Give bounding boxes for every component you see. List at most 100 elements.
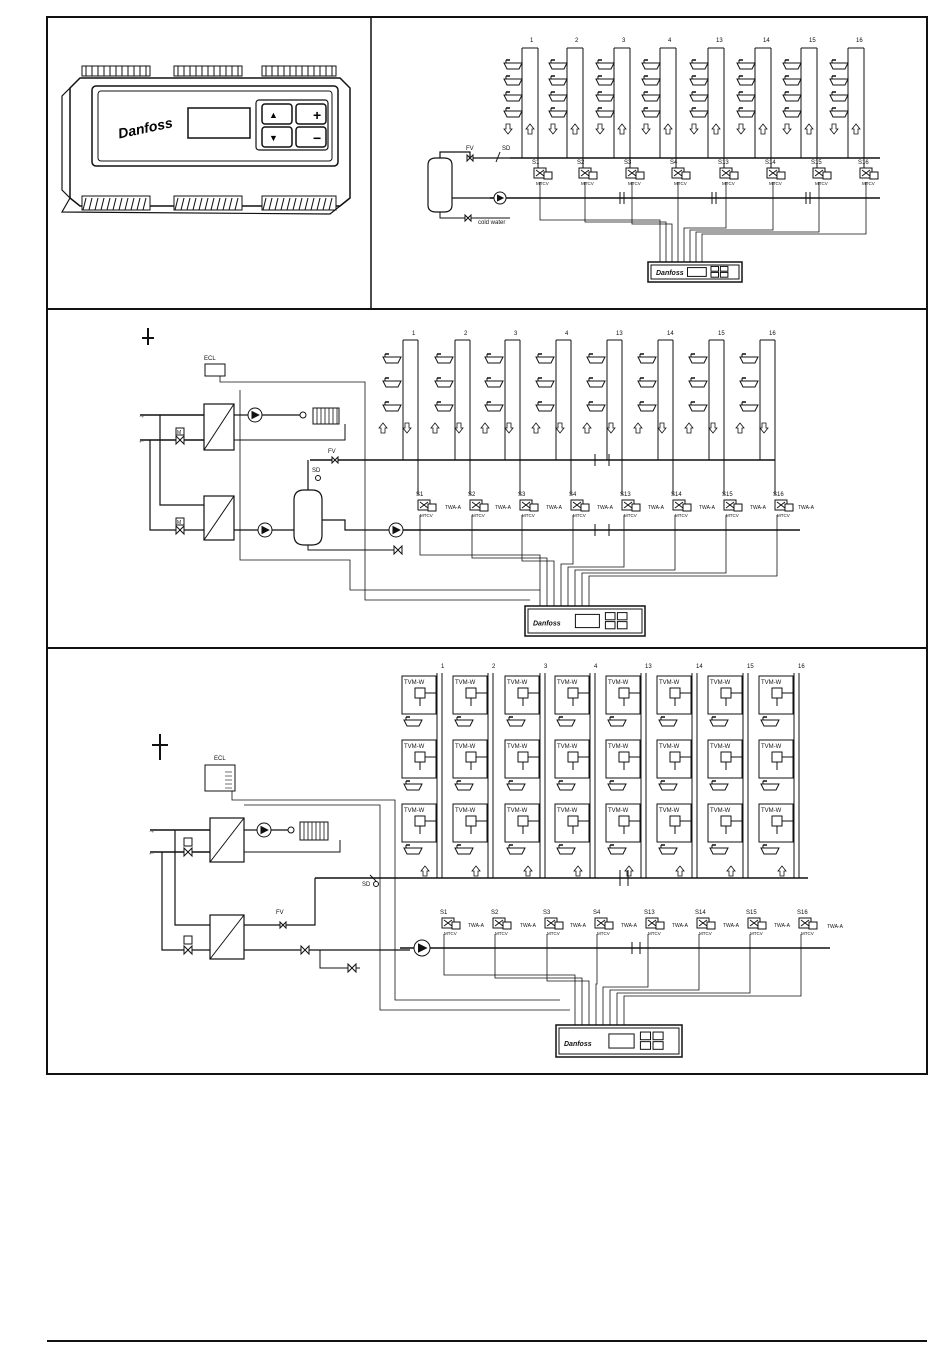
- bathtub-icon: [403, 719, 423, 727]
- controller-key: [710, 271, 719, 278]
- control-wire: [546, 934, 590, 1025]
- terminal-screw: [262, 197, 267, 211]
- mtcv-label: MTCV: [522, 513, 535, 518]
- sensor-label: S13: [620, 492, 631, 498]
- outdoor-sensor-icon: [152, 734, 168, 760]
- bottom-terminal-strip: [60, 195, 351, 215]
- sensor-label: S4: [670, 160, 678, 166]
- mtcv-label: MTCV: [547, 931, 560, 936]
- sensor-label: S4: [593, 910, 601, 916]
- heating-return-pipe: [234, 424, 346, 441]
- tvm-valve-icon: [669, 687, 681, 699]
- mtcv-label: MTCV: [495, 931, 508, 936]
- sensor-label: S1: [440, 910, 448, 916]
- terminal-screw: [198, 197, 203, 211]
- mtcv-label: MTCV: [722, 181, 735, 186]
- sensor-label: S3: [518, 492, 526, 498]
- tvm-valve-icon: [618, 751, 630, 763]
- mtcv-label: MTCV: [472, 513, 485, 518]
- bathtub-icon: [637, 380, 657, 388]
- plus-button[interactable]: [295, 103, 327, 125]
- controller-key: [639, 1031, 651, 1041]
- bathtub-icon: [595, 62, 615, 70]
- tvm-valve-icon: [720, 815, 732, 827]
- bathtub-icon: [503, 62, 523, 70]
- twa-label: TWA-A: [672, 923, 689, 929]
- flow-down-arrow-icon: [759, 422, 769, 434]
- tvm-valve-icon: [567, 815, 579, 827]
- bathtub-icon: [688, 356, 708, 364]
- terminal-screw: [268, 197, 273, 211]
- bathtub-icon: [382, 380, 402, 388]
- cold-water-pipe: [307, 545, 400, 551]
- mtcv-label: MTCV: [769, 181, 782, 186]
- bathtub-icon: [454, 719, 474, 727]
- bathtub-icon: [503, 78, 523, 86]
- tvm-w-label: TVM-W: [557, 744, 578, 750]
- terminal-screw: [82, 197, 87, 211]
- bathtub-icon: [689, 94, 709, 102]
- riser-number: 14: [696, 664, 703, 670]
- flow-up-arrow-icon: [758, 123, 768, 135]
- bathtub-icon: [382, 356, 402, 364]
- tvm-valve-icon: [669, 751, 681, 763]
- thermostatic-head: [655, 921, 665, 930]
- flow-in-arrow-icon: →: [148, 828, 155, 835]
- up-button[interactable]: [261, 103, 293, 125]
- bathtub-icon: [709, 783, 729, 791]
- terminal-screw: [204, 197, 209, 211]
- fv-label: FV: [276, 910, 284, 916]
- control-wire: [683, 182, 727, 262]
- bathtub-icon: [688, 380, 708, 388]
- down-button[interactable]: [261, 126, 293, 148]
- terminal-screw: [298, 197, 303, 211]
- outer-frame: [46, 16, 928, 1075]
- flow-up-arrow-icon: [471, 865, 481, 877]
- controller-key: [652, 1031, 664, 1041]
- tvm-w-box: [605, 739, 641, 779]
- controller-lcd: [608, 1033, 635, 1049]
- riser-number: 3: [622, 38, 626, 44]
- mtcv-valve-icon: [535, 169, 545, 177]
- controller-key: [719, 265, 729, 272]
- terminal-screw: [100, 197, 105, 211]
- sd-label: SD: [362, 882, 371, 888]
- bathtub-icon: [782, 94, 802, 102]
- bathtub-icon: [641, 110, 661, 118]
- tvm-w-label: TVM-W: [659, 808, 680, 814]
- mtcv-valve-icon: [494, 919, 504, 927]
- tvm-valve-icon: [618, 815, 630, 827]
- bathtub-icon: [434, 404, 454, 412]
- control-wire: [584, 182, 667, 262]
- pump-arrow-icon: [392, 525, 401, 535]
- panel-1-system-diagram: 1S1MTCV2S2MTCV3S3MTCV4S4MTCV13S13MTCV14S…: [427, 38, 880, 283]
- heat-exchanger-diagonal: [203, 403, 235, 451]
- bathtub-icon: [739, 404, 759, 412]
- tvm-valve-icon: [720, 687, 732, 699]
- flow-up-arrow-icon: [633, 422, 643, 434]
- heating-meter-icon: [299, 411, 307, 419]
- twa-label: TWA-A: [520, 923, 537, 929]
- bathtub-icon: [556, 719, 576, 727]
- tvm-w-label: TVM-W: [659, 680, 680, 686]
- ecl-controller: [204, 764, 236, 792]
- plus-icon: +: [313, 107, 321, 123]
- mtcv-valve-icon: [768, 169, 778, 177]
- bathtub-icon: [689, 78, 709, 86]
- riser-number: 16: [769, 331, 776, 337]
- control-wire: [609, 934, 700, 1025]
- thermostatic-head: [757, 921, 767, 930]
- terminal-screw: [222, 197, 227, 211]
- valve-icon: [347, 962, 357, 974]
- control-wire: [689, 182, 774, 262]
- terminal-screw: [292, 197, 297, 211]
- terminal-screw: [322, 197, 327, 211]
- minus-button[interactable]: [295, 126, 327, 148]
- controller-key: [639, 1041, 651, 1050]
- mtcv-valve-icon: [861, 169, 871, 177]
- bathtub-icon: [709, 847, 729, 855]
- control-wire: [574, 515, 676, 606]
- heating-meter-icon: [287, 826, 295, 834]
- flow-down-arrow-icon: [689, 123, 699, 135]
- panel-2-system-diagram: 1S1MTCV2S2MTCVTWA-A3S3MTCVTWA-A4S4MTCVTW…: [138, 328, 815, 637]
